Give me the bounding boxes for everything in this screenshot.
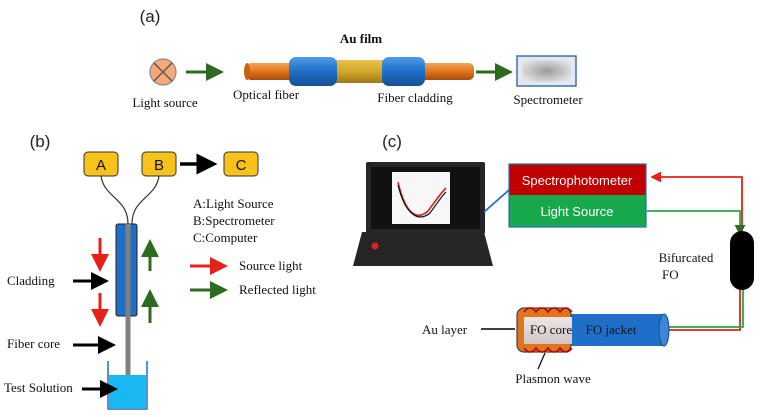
cladding-label: Cladding xyxy=(7,273,55,288)
plasmon-wave-top xyxy=(523,307,573,314)
fiber-from-b xyxy=(131,175,160,225)
box-b: B xyxy=(141,151,177,177)
fiber-assembly xyxy=(244,57,474,86)
au-film xyxy=(333,60,385,83)
light-source-icon xyxy=(149,58,177,86)
lower-fiber-path xyxy=(668,287,741,331)
spectrophotometer-block xyxy=(509,164,646,195)
legend-a: A:Light Source xyxy=(193,196,274,211)
light-source-label: Light source xyxy=(132,95,198,110)
box-c: C xyxy=(223,151,259,177)
fo-jacket-label: FO jacket xyxy=(586,322,637,337)
optical-fiber-left xyxy=(246,63,294,80)
legend-c: C:Computer xyxy=(193,230,258,245)
fo-jacket xyxy=(566,314,664,346)
lower-fiber-path-green xyxy=(668,287,744,328)
bifurcated-label-line1: Bifurcated xyxy=(659,250,714,265)
spectrophotometer-label: Spectrophotometer xyxy=(522,173,633,188)
fiber-cladding-right xyxy=(382,57,425,86)
optical-fiber-right xyxy=(420,63,474,80)
plasmon-wave-label: Plasmon wave xyxy=(515,371,591,386)
panel-a: (a) Light source Au film Optical fiber F… xyxy=(132,7,583,110)
panel-c: (c) Spectrophotometer Light Source Bifur… xyxy=(353,132,754,386)
source-light-label: Source light xyxy=(239,258,303,273)
test-solution-label: Test Solution xyxy=(4,380,73,395)
legend-b: B:Spectrometer xyxy=(193,213,275,228)
bifurcated-label-line2: FO xyxy=(662,267,679,282)
spectrometer-icon xyxy=(516,55,577,87)
box-b-label: B xyxy=(154,157,164,174)
au-film-label: Au film xyxy=(340,31,382,46)
panel-b-label: (b) xyxy=(30,132,51,151)
green-fiber-path xyxy=(647,210,746,236)
light-source-block-label: Light Source xyxy=(541,204,614,219)
spectrometer-label: Spectrometer xyxy=(513,92,583,107)
panel-b: (b) A B C Cladding xyxy=(4,132,316,410)
red-fiber-path xyxy=(650,171,743,239)
au-layer-label: Au layer xyxy=(422,322,468,337)
plasmon-wave-bottom xyxy=(523,346,573,353)
fiber-cladding-left xyxy=(289,57,337,86)
optical-fiber-label: Optical fiber xyxy=(233,87,300,102)
reflected-light-label: Reflected light xyxy=(239,282,316,297)
box-a-label: A xyxy=(96,157,106,174)
fo-core xyxy=(524,317,572,344)
plasmon-wave-pointer xyxy=(537,352,546,370)
fiber-cladding-label: Fiber cladding xyxy=(377,90,453,105)
laptop-icon xyxy=(353,162,493,266)
light-source-block xyxy=(509,195,646,227)
fo-core-label: FO core xyxy=(530,322,572,337)
bifurcated-fo-coupler xyxy=(730,231,754,290)
fiber-core-label: Fiber core xyxy=(7,336,60,351)
panel-c-label: (c) xyxy=(382,132,402,151)
fiber-from-a xyxy=(100,175,129,225)
fo-probe xyxy=(516,307,670,353)
box-a: A xyxy=(83,151,119,177)
box-c-label: C xyxy=(236,157,247,174)
panel-a-label: (a) xyxy=(140,7,161,26)
laptop-connector xyxy=(483,189,510,213)
